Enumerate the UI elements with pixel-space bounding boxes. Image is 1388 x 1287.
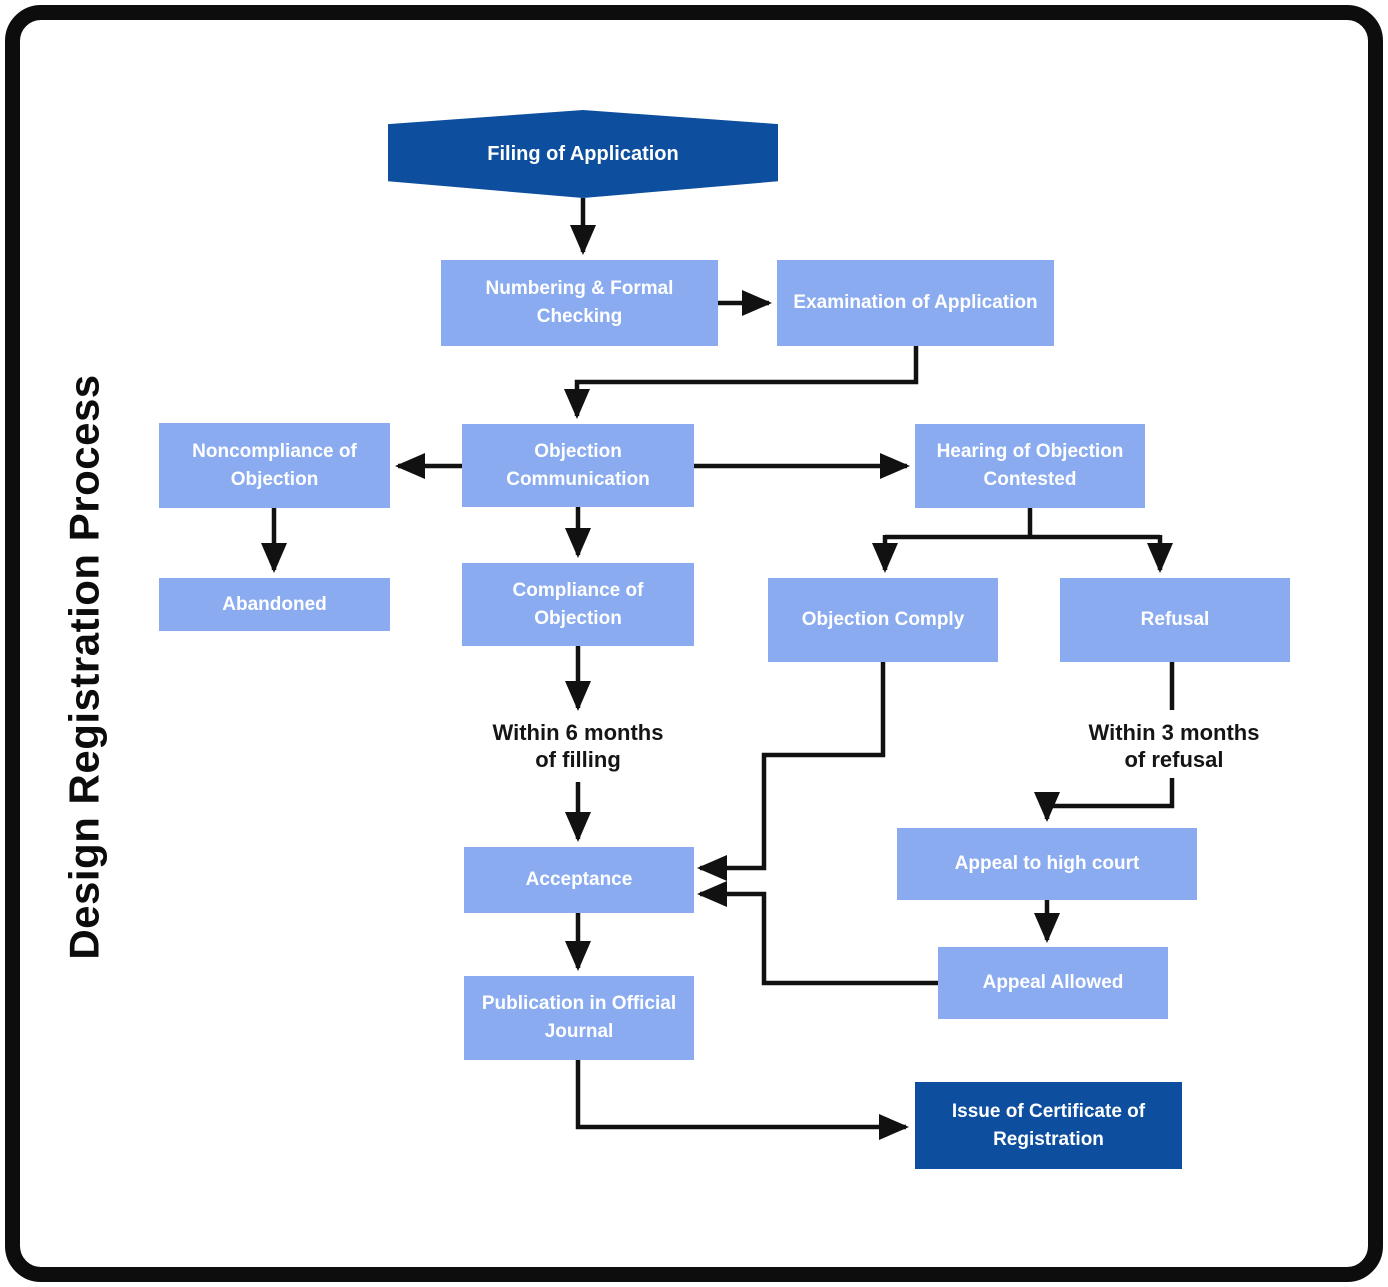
node-numbering-formal-checking-label: Numbering & Formal Checking [485,278,674,327]
node-appeal-allowed-label: Appeal Allowed [982,972,1124,994]
annotation-within-6-months: Within 6 months of filling [470,714,686,778]
node-objection-communication-label: Objection Communication [506,440,650,490]
connector-appeal-allowed-acceptance [697,881,938,986]
node-hearing-of-objection-contested: Hearing of Objection Contested [915,424,1145,508]
node-publication-in-official-journal-label: Publication in Official Journal [481,993,677,1042]
annotation-within-3-months-line2: of refusal [1124,747,1224,772]
node-compliance-of-objection: Compliance of Objection [462,563,694,646]
annotation-within-3-months: Within 3 months of refusal [1066,714,1282,778]
node-abandoned-label: Abandoned [222,593,327,615]
node-acceptance-label: Acceptance [525,869,633,891]
node-noncompliance-of-objection-label: Noncompliance of Objection [192,440,357,490]
node-hearing-of-objection-contested-label: Hearing of Objection Contested [936,441,1124,490]
node-refusal-label: Refusal [1140,609,1210,631]
node-abandoned: Abandoned [159,578,390,631]
node-filing-of-application: Filing of Application [388,110,778,198]
node-examination-of-application: Examination of Application [777,260,1054,346]
node-publication-in-official-journal: Publication in Official Journal [464,976,694,1060]
node-objection-communication: Objection Communication [462,424,694,507]
node-filing-of-application-label: Filing of Application [487,142,679,165]
node-appeal-allowed: Appeal Allowed [938,947,1168,1019]
node-refusal: Refusal [1060,578,1290,662]
annotation-within-3-months-line1: Within 3 months [1088,719,1260,745]
annotation-within-6-months-line1: Within 6 months [492,719,664,745]
annotation-within-6-months-line2: of filling [535,747,621,772]
node-issue-of-certificate-label: Issue of Certificate of Registration [951,1100,1146,1150]
node-appeal-to-high-court: Appeal to high court [897,828,1197,900]
node-acceptance: Acceptance [464,847,694,913]
node-appeal-to-high-court-label: Appeal to high court [954,853,1140,875]
node-numbering-formal-checking: Numbering & Formal Checking [441,260,718,346]
node-issue-of-certificate: Issue of Certificate of Registration [915,1082,1182,1169]
node-objection-comply-label: Objection Comply [801,609,965,631]
node-compliance-of-objection-label: Compliance of Objection [512,579,644,629]
node-objection-comply: Objection Comply [768,578,998,662]
connector-objection-comply-acceptance [697,662,886,881]
node-noncompliance-of-objection: Noncompliance of Objection [159,423,390,508]
node-examination-of-application-label: Examination of Application [793,292,1038,314]
connector-publication-certificate [575,1060,909,1140]
connector-examination-objection [564,346,919,419]
connector-within3-appeal-court [1034,778,1175,822]
